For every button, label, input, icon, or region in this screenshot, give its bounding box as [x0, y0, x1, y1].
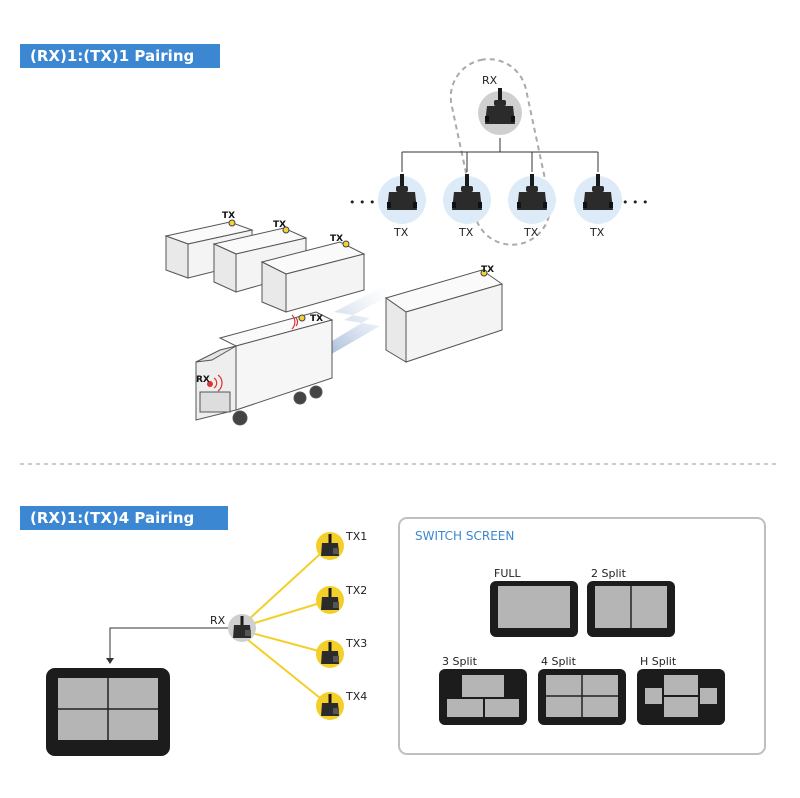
truck-tx-label: TX — [310, 314, 323, 324]
mode-monitor-hsplit[interactable] — [637, 669, 725, 725]
tx2-label: TX2 — [345, 584, 367, 597]
tx3-label: TX3 — [345, 637, 367, 650]
tx-label: TX — [523, 226, 539, 239]
section-title-1to4: (RX)1:(TX)4 Pairing — [20, 506, 228, 530]
mode-monitor-3split[interactable] — [439, 669, 527, 725]
tx-label: TX — [393, 226, 409, 239]
section-title-1to1: (RX)1:(TX)1 Pairing — [20, 44, 220, 68]
tx4-label: TX4 — [345, 690, 367, 703]
rx-label: RX — [210, 614, 226, 627]
trailer-tx-label: TX — [481, 265, 494, 275]
mode-label-full: FULL — [494, 567, 522, 580]
pairing-highlight-outline — [449, 58, 552, 246]
switch-screen-title: SWITCH SCREEN — [415, 529, 514, 543]
ellipsis-left: • • • — [349, 196, 375, 209]
mode-monitor-4split[interactable] — [538, 669, 626, 725]
rx-camera-icon — [485, 88, 515, 124]
tx1-label: TX1 — [345, 530, 367, 543]
mode-monitor-2split[interactable] — [587, 581, 675, 637]
mode-label-hsplit: H Split — [640, 655, 677, 668]
trailer-group — [164, 219, 504, 363]
truck-rx-label: RX — [196, 375, 210, 385]
mode-label-2split: 2 Split — [591, 567, 627, 580]
tx-label: TX — [589, 226, 605, 239]
quad-monitor — [46, 668, 170, 756]
tx-label: TX — [458, 226, 474, 239]
trailer-tx-label: TX — [330, 234, 343, 244]
mode-monitor-full[interactable] — [490, 581, 578, 637]
trailer-tx-labels: TX TX TX TX — [222, 211, 494, 275]
ellipsis-right: • • • — [622, 196, 648, 209]
trailer-tx-label: TX — [273, 220, 286, 230]
rx-label: RX — [482, 74, 498, 87]
mode-label-4split: 4 Split — [541, 655, 577, 668]
trailer — [260, 240, 366, 313]
trailer — [384, 269, 504, 363]
mode-label-3split: 3 Split — [442, 655, 478, 668]
rx-tx-tree: RX TX TX TX TX • • • • • • — [349, 58, 648, 246]
trailer-tx-label: TX — [222, 211, 235, 221]
star-pairing: TX1 TX2 TX3 TX4 RX — [106, 530, 367, 720]
truck — [195, 311, 334, 426]
switch-screen-panel: SWITCH SCREEN FULL 2 Split 3 Split 4 Spl… — [398, 517, 766, 755]
